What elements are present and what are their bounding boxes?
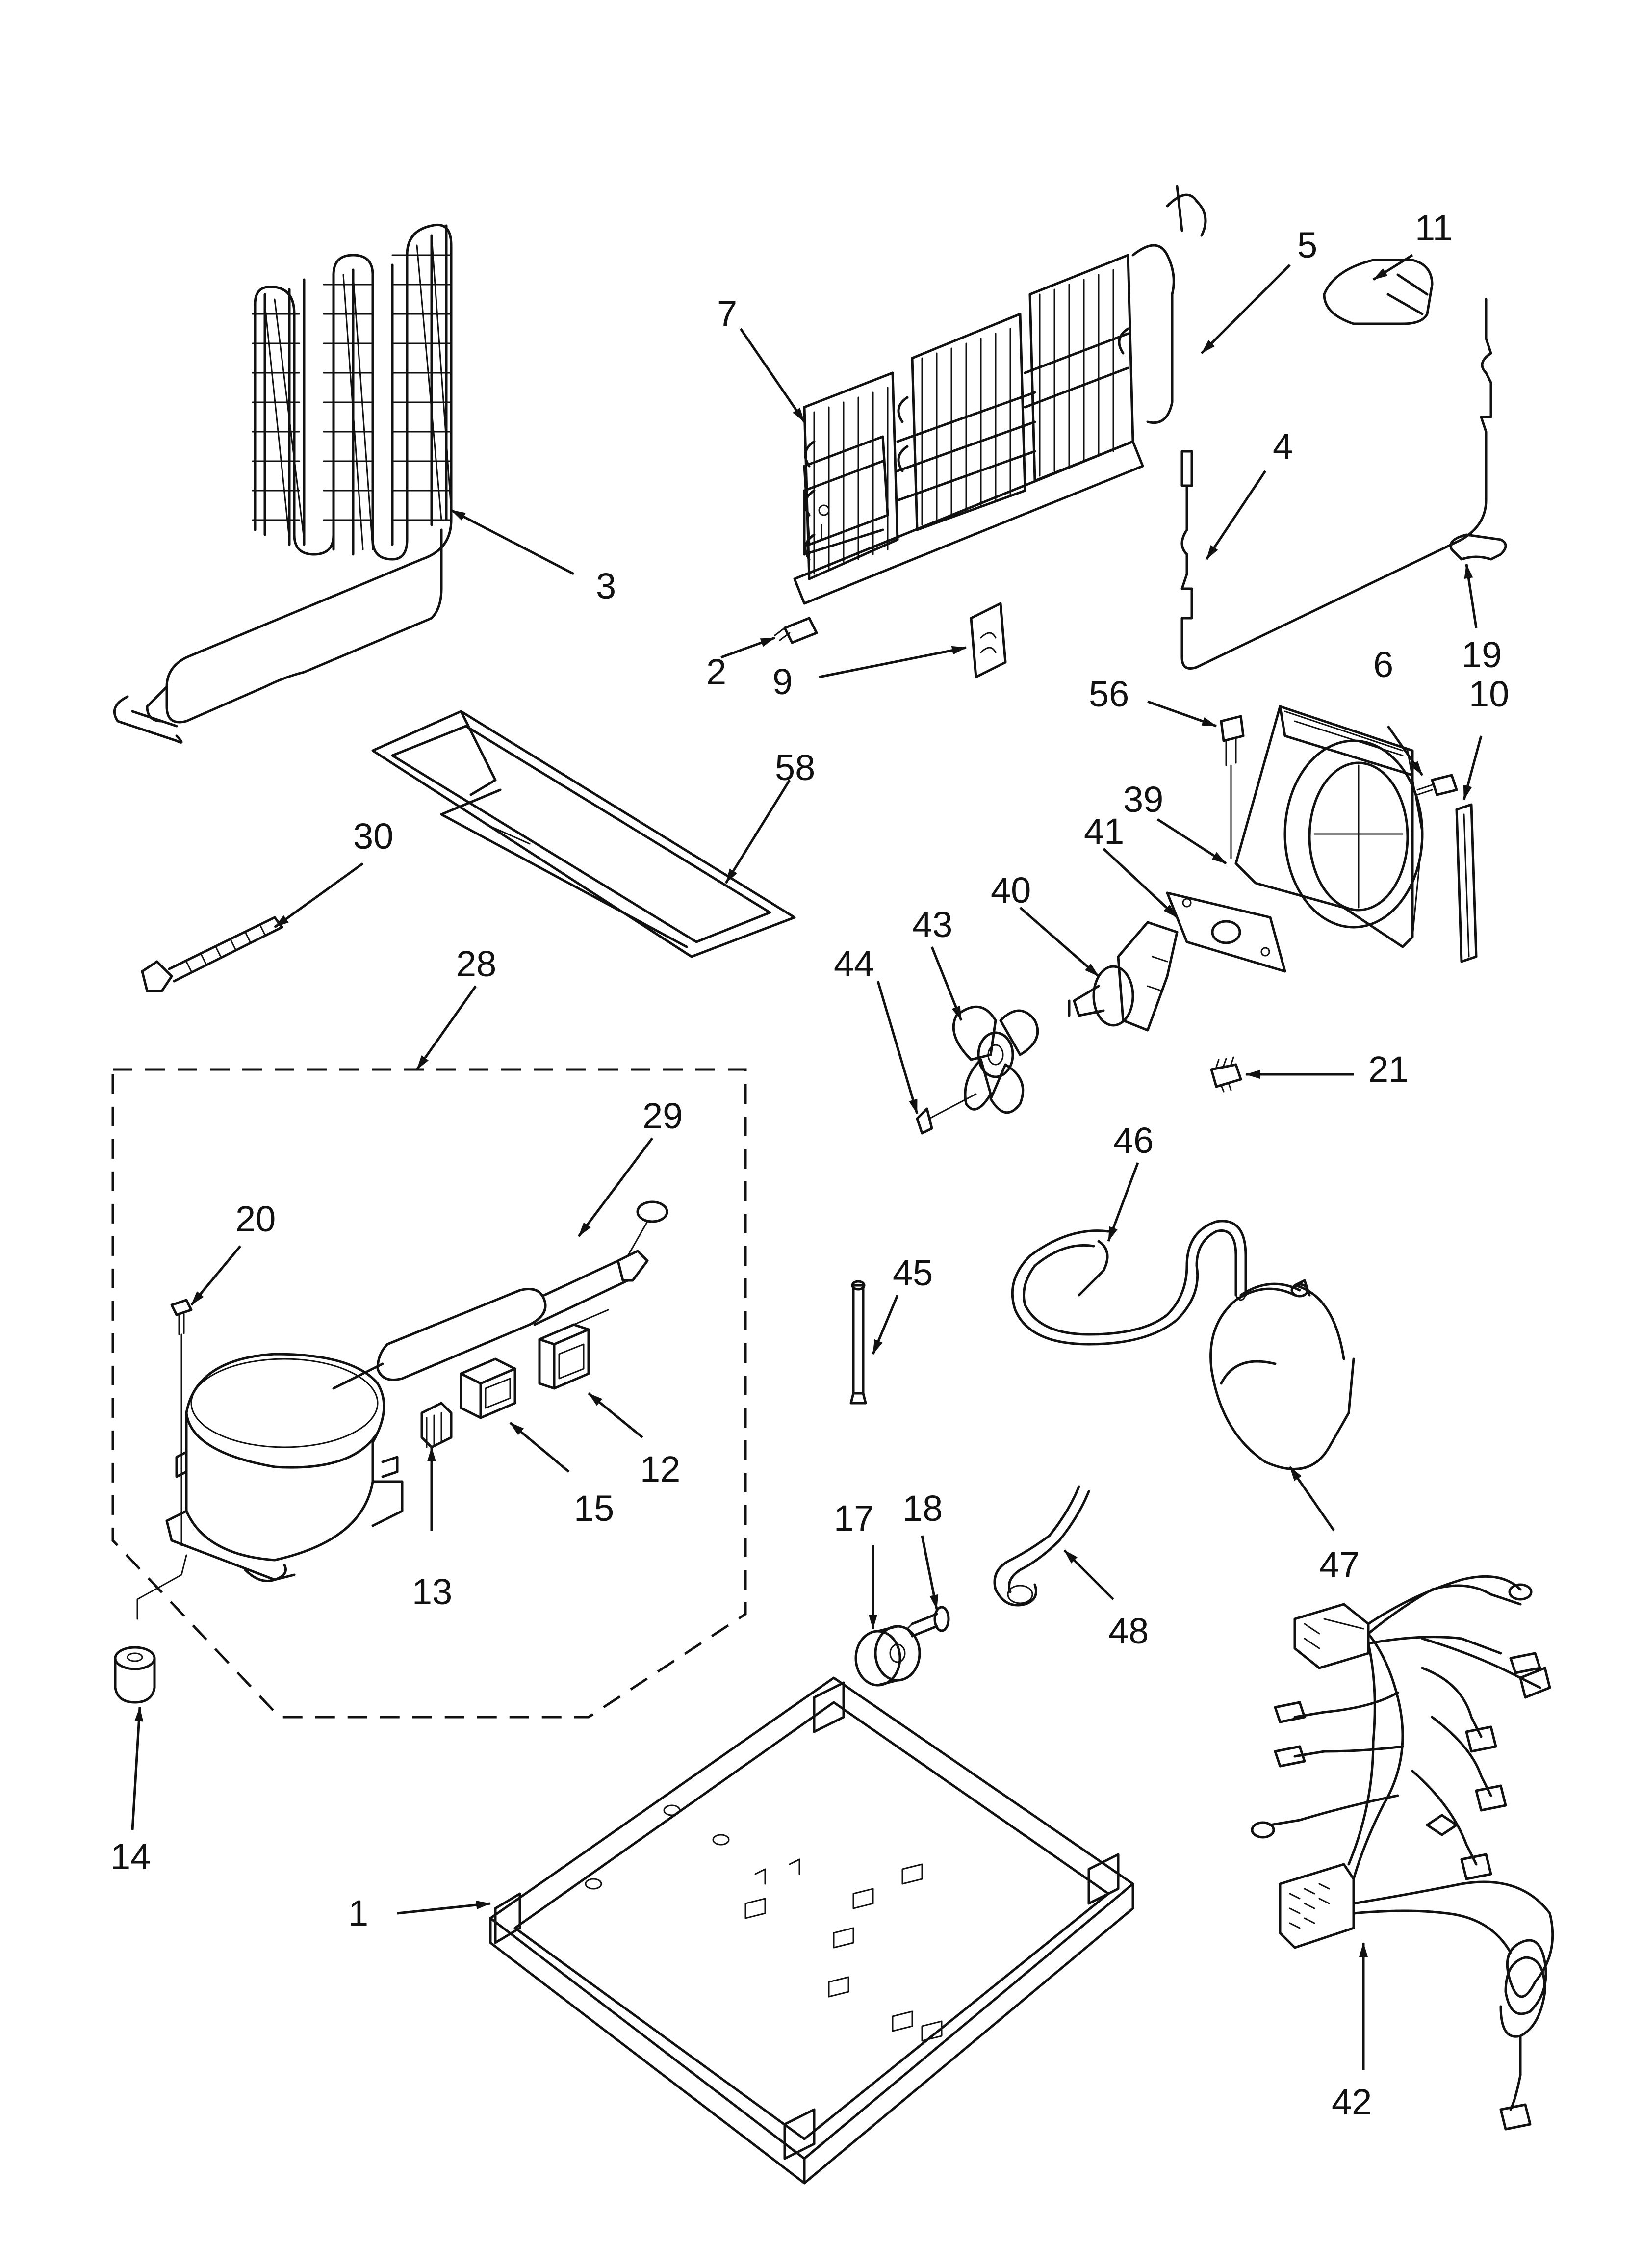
callout-10: 10 xyxy=(1469,674,1509,714)
callout-42: 42 xyxy=(1332,2082,1372,2122)
callout-9: 9 xyxy=(772,661,793,702)
callout-18: 18 xyxy=(902,1488,943,1529)
bumper-pad-part xyxy=(1323,259,1434,325)
callout-17: 17 xyxy=(834,1498,874,1538)
fan-motor-part xyxy=(1068,921,1179,1032)
clip-part xyxy=(970,602,1007,678)
screw-part xyxy=(774,617,818,644)
callout-7: 7 xyxy=(717,293,737,334)
callout-48: 48 xyxy=(1108,1611,1149,1651)
condenser-coil-part xyxy=(113,224,453,744)
wheel-part xyxy=(854,1625,921,1687)
evaporator-part xyxy=(793,185,1207,605)
callout-28: 28 xyxy=(456,943,496,984)
callout-30: 30 xyxy=(353,816,393,857)
shroud-screw-part xyxy=(1416,774,1458,796)
callout-39: 39 xyxy=(1123,779,1163,820)
callout-46: 46 xyxy=(1113,1120,1154,1161)
drier-part xyxy=(332,1200,668,1390)
small-clip-part xyxy=(1449,533,1507,561)
callout-3: 3 xyxy=(596,566,616,606)
callout-6: 6 xyxy=(1373,644,1393,685)
drain-tube-part xyxy=(1011,1220,1247,1346)
callout-13: 13 xyxy=(412,1571,452,1612)
fan-clip-part xyxy=(916,1093,977,1135)
axle-part xyxy=(906,1606,950,1638)
drain-pan-part xyxy=(371,710,796,958)
small-tube-part xyxy=(993,1485,1090,1607)
compressor-part xyxy=(136,1353,404,1620)
callout-19: 19 xyxy=(1462,634,1502,675)
leader-lines xyxy=(131,254,1483,2070)
callout-21: 21 xyxy=(1368,1049,1409,1090)
callout-43: 43 xyxy=(912,904,952,945)
wire-harness-part xyxy=(1251,1575,1554,2131)
callout-41: 41 xyxy=(1084,811,1124,852)
callout-29: 29 xyxy=(642,1095,683,1136)
callout-44: 44 xyxy=(834,943,874,984)
callout-58: 58 xyxy=(775,747,815,788)
cutoff-part xyxy=(1210,1056,1242,1093)
callout-4: 4 xyxy=(1273,426,1293,467)
callout-40: 40 xyxy=(991,870,1031,911)
callout-2: 2 xyxy=(706,652,726,692)
callout-12: 12 xyxy=(640,1449,680,1489)
base-frame-part xyxy=(489,1676,1134,2185)
compressor-screw-part xyxy=(170,1299,193,1546)
tube-part xyxy=(1180,298,1492,670)
motor-gasket-part xyxy=(1166,891,1286,973)
callout-labels: 7 5 11 4 3 2 9 19 56 6 10 58 39 30 41 40… xyxy=(110,208,1509,2122)
strip-part xyxy=(1455,803,1478,963)
callout-45: 45 xyxy=(893,1252,933,1293)
pin-part xyxy=(849,1280,867,1405)
cable-tie-part xyxy=(141,916,283,992)
callout-47: 47 xyxy=(1319,1544,1360,1585)
callout-1: 1 xyxy=(348,1893,368,1933)
fan-shroud-part xyxy=(1234,705,1424,948)
compressor-kit-boundary xyxy=(111,1068,747,1719)
callout-56: 56 xyxy=(1089,674,1129,714)
callout-14: 14 xyxy=(110,1836,151,1877)
callout-5: 5 xyxy=(1297,225,1317,265)
callout-15: 15 xyxy=(574,1488,614,1529)
overload-part xyxy=(538,1309,609,1390)
water-tube-part xyxy=(1209,1279,1355,1470)
evaporator-cover-part xyxy=(803,460,884,556)
grommet-part xyxy=(114,1646,156,1704)
terminal-part xyxy=(420,1402,453,1449)
callout-20: 20 xyxy=(235,1199,276,1239)
relay-part xyxy=(460,1357,516,1419)
fan-screw-part xyxy=(1220,715,1245,860)
fan-blade-part xyxy=(952,1005,1039,1114)
callout-11: 11 xyxy=(1415,208,1453,248)
